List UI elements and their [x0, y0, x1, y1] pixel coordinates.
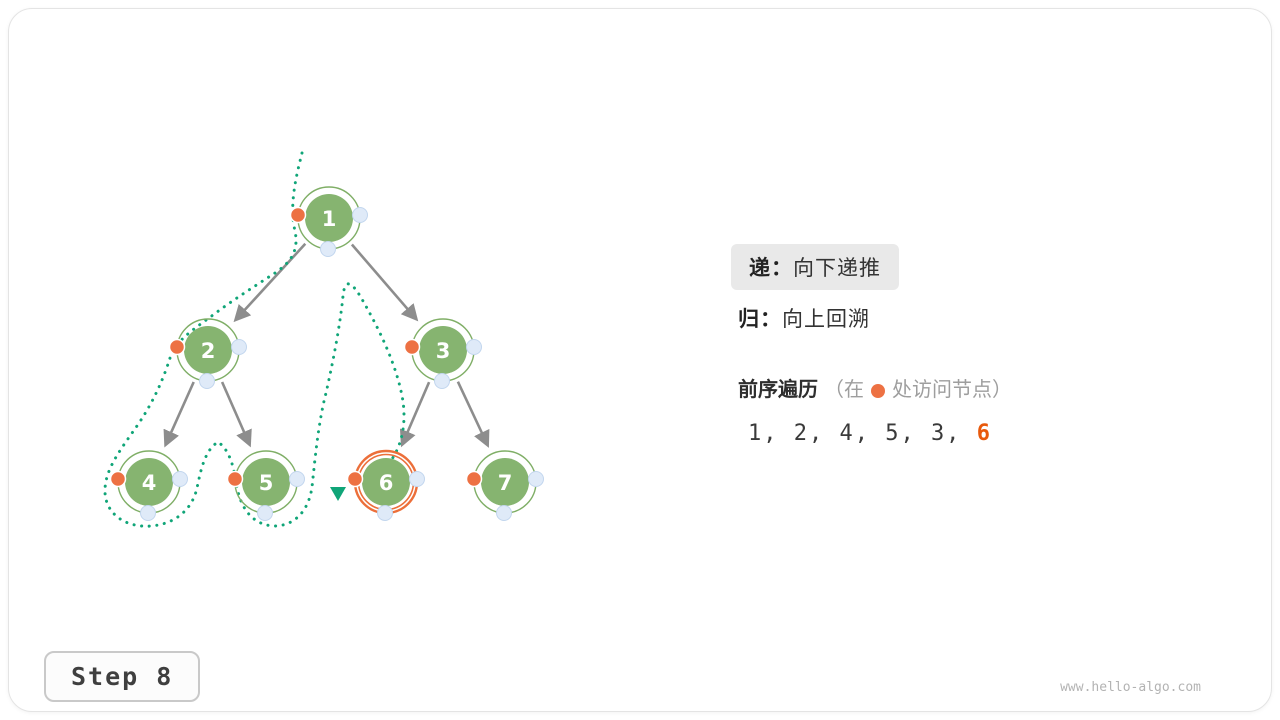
slot-dot-right [231, 339, 247, 355]
preorder-visit-dot [168, 338, 186, 356]
figure-card: 1 2 3 4 5 6 7 递：向下递推 归：向上回溯 前序遍历（在 处访问节点） 1, 2,… [8, 8, 1272, 712]
tree-edge [350, 243, 419, 322]
legend-recurse-key: 递： [749, 256, 793, 280]
tree-node: 3 [403, 318, 482, 389]
svg-text:6: 6 [379, 471, 394, 495]
svg-text:1: 1 [322, 207, 337, 231]
legend-backtrack-text: 向上回溯 [782, 307, 870, 331]
svg-text:4: 4 [142, 471, 157, 495]
visit-dot-icon [871, 384, 885, 398]
slot-dot-bottom [320, 241, 336, 257]
slot-dot-bottom [377, 505, 393, 521]
preorder-visit-dot [109, 470, 127, 488]
step-indicator: Step 8 [44, 651, 201, 702]
traversal-pointer-icon [330, 487, 346, 501]
legend-recurse-text: 向下递推 [793, 256, 881, 280]
step-label: Step 8 [71, 662, 174, 691]
traversal-note-close: 处访问节点） [892, 377, 1012, 401]
traversal-trace-path [103, 151, 406, 528]
preorder-visit-dot [403, 338, 421, 356]
slot-dot-bottom [257, 505, 273, 521]
tree-edge [399, 381, 431, 448]
slot-dot-right [172, 471, 188, 487]
slot-dot-right [289, 471, 305, 487]
svg-text:7: 7 [498, 471, 513, 495]
traversal-title: 前序遍历 [738, 377, 818, 401]
slot-dot-bottom [199, 373, 215, 389]
slot-dot-bottom [434, 373, 450, 389]
watermark: www.hello-algo.com [1060, 680, 1201, 695]
preorder-visit-dot [289, 206, 307, 224]
preorder-visit-dot [465, 470, 483, 488]
legend-backtrack-key: 归： [738, 307, 782, 331]
tree-node: 1 [289, 186, 368, 257]
slot-dot-right [409, 471, 425, 487]
traversal-caption: 前序遍历（在 处访问节点） [738, 373, 1012, 402]
tree-node: 7 [465, 450, 544, 521]
traversal-note-open: （在 [824, 377, 864, 401]
legend-backtrack: 归：向上回溯 [738, 303, 870, 333]
svg-text:3: 3 [436, 339, 451, 363]
sequence-visited: 1, 2, 4, 5, 3, [748, 421, 977, 446]
traversal-sequence: 1, 2, 4, 5, 3, 6 [748, 421, 992, 446]
tree-edge [233, 242, 307, 323]
slot-dot-right [466, 339, 482, 355]
tree-node: 6 [346, 449, 425, 521]
svg-text:2: 2 [201, 339, 216, 363]
tree-node: 5 [226, 450, 305, 521]
legend-recurse: 递：向下递推 [731, 244, 899, 290]
tree-edge [163, 381, 195, 448]
svg-text:5: 5 [259, 471, 274, 495]
sequence-current: 6 [976, 421, 992, 446]
slot-dot-bottom [496, 505, 512, 521]
preorder-visit-dot [346, 470, 364, 488]
preorder-visit-dot [226, 470, 244, 488]
slot-dot-right [528, 471, 544, 487]
tree-node: 4 [109, 450, 188, 521]
binary-tree-diagram: 1 2 3 4 5 6 7 [103, 151, 544, 528]
tree-edge [220, 381, 252, 448]
slot-dot-bottom [140, 505, 156, 521]
tree-edge [456, 381, 490, 448]
slot-dot-right [352, 207, 368, 223]
tree-node: 2 [168, 318, 247, 389]
